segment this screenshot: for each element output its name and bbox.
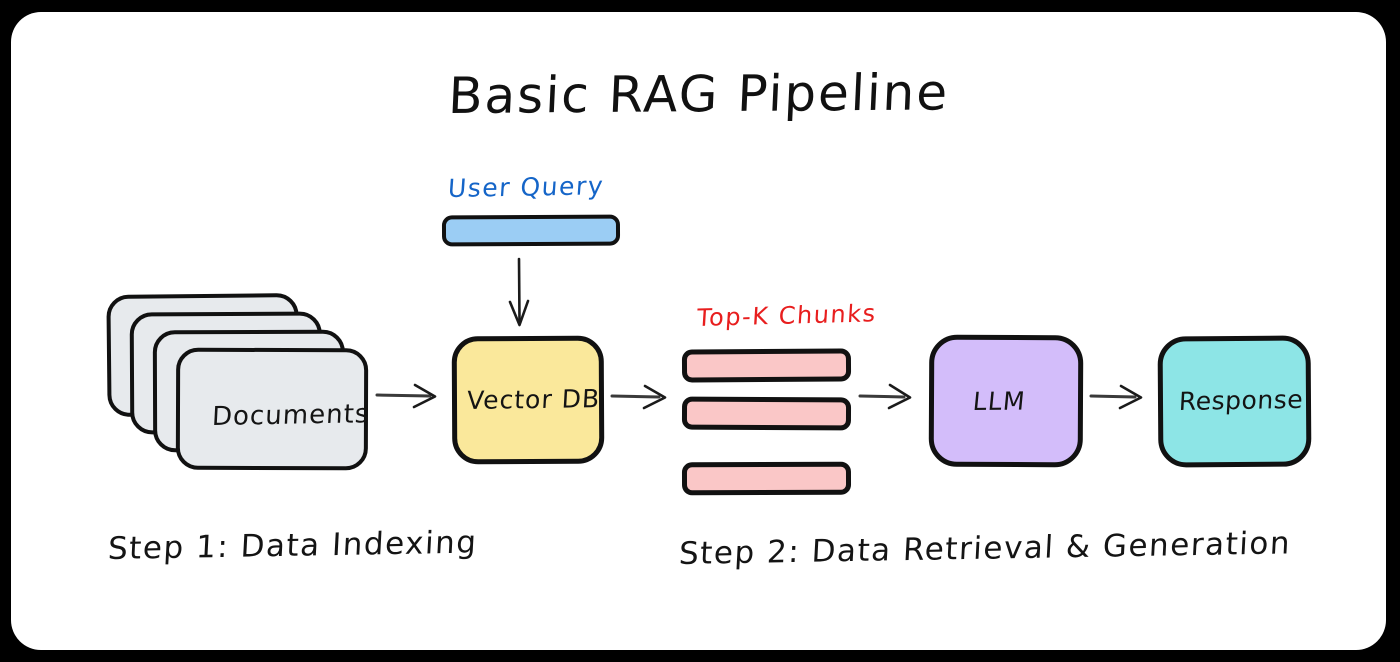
response-label: Response: [1178, 384, 1304, 416]
user-query-label: User Query: [446, 171, 606, 203]
arrow-vectordb-to-chunks: [610, 384, 667, 410]
chunk-bar-3[interactable]: [681, 461, 852, 496]
llm-label: LLM: [971, 386, 1027, 416]
arrow-llm-to-response: [1089, 384, 1143, 410]
arrow-chunks-to-llm: [858, 383, 912, 410]
user-query-box[interactable]: [441, 214, 621, 247]
step-2-caption: Step 2: Data Retrieval & Generation: [678, 525, 1293, 572]
top-k-chunks-label: Top-K Chunks: [696, 299, 878, 332]
page-title: Basic RAG Pipeline: [447, 63, 951, 125]
documents-label: Documents: [211, 399, 371, 432]
vector-db-label: Vector DB: [466, 384, 601, 415]
diagram-canvas: Basic RAG Pipeline User Query Documents …: [11, 12, 1386, 650]
arrow-query-to-vectordb: [508, 257, 530, 327]
arrow-documents-to-vectordb: [375, 383, 437, 409]
chunk-bar-1[interactable]: [681, 348, 852, 383]
chunk-bar-2[interactable]: [681, 396, 852, 431]
step-1-caption: Step 1: Data Indexing: [107, 524, 479, 567]
